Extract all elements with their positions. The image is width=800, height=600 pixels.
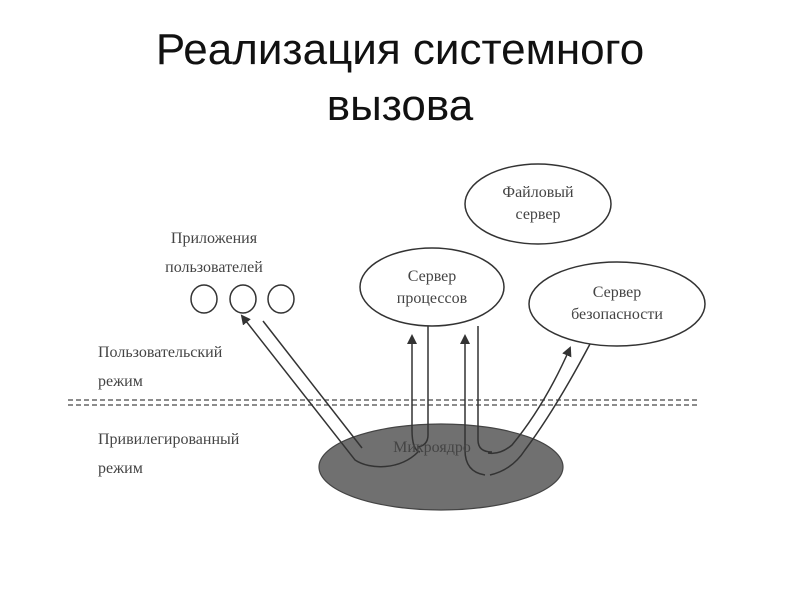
path-kernel-to-app — [240, 314, 419, 468]
slide-title: Реализация системного вызова — [0, 22, 800, 134]
slide-title-line-1: Реализация системного — [155, 25, 645, 74]
process-server-ellipse — [359, 247, 505, 327]
security-server-label-2: безопасности — [571, 306, 663, 323]
message-paths — [240, 314, 591, 476]
process-server-label-1: Сервер — [408, 268, 457, 285]
user-app-circle-2 — [229, 284, 257, 314]
file-server-label-1: Файловый — [502, 184, 574, 201]
path-process-server-to-kernel — [417, 326, 429, 448]
path-process-server-to-kernel-2 — [477, 326, 493, 453]
file-server-ellipse — [464, 163, 612, 245]
path-security-server-to-kernel — [489, 343, 591, 476]
user-app-circle-1 — [190, 284, 218, 314]
path-app-to-kernel — [262, 320, 363, 449]
microkernel-ellipse — [318, 423, 564, 511]
path-kernel-to-process-server — [407, 334, 421, 453]
privileged-mode-label-1: Привилегированный — [98, 431, 240, 448]
slide-title-line-2: вызова — [326, 81, 474, 130]
privileged-mode-label-2: режим — [98, 460, 143, 477]
file-server-label-2: сервер — [516, 206, 561, 223]
mode-divider — [68, 399, 700, 406]
user-mode-label-2: режим — [98, 373, 143, 390]
security-server-ellipse — [528, 261, 706, 347]
user-app-circle-3 — [267, 284, 295, 314]
process-server-label-2: процессов — [397, 290, 468, 307]
path-kernel-to-process-server-2 — [460, 334, 486, 476]
user-apps-label-2: пользователей — [165, 259, 263, 276]
user-mode-label-1: Пользовательский — [98, 344, 223, 361]
security-server-label-1: Сервер — [593, 284, 642, 301]
microkernel-label: Микроядро — [393, 439, 471, 456]
user-apps-label-1: Приложения — [171, 230, 258, 247]
path-kernel-to-security-server — [487, 346, 572, 455]
